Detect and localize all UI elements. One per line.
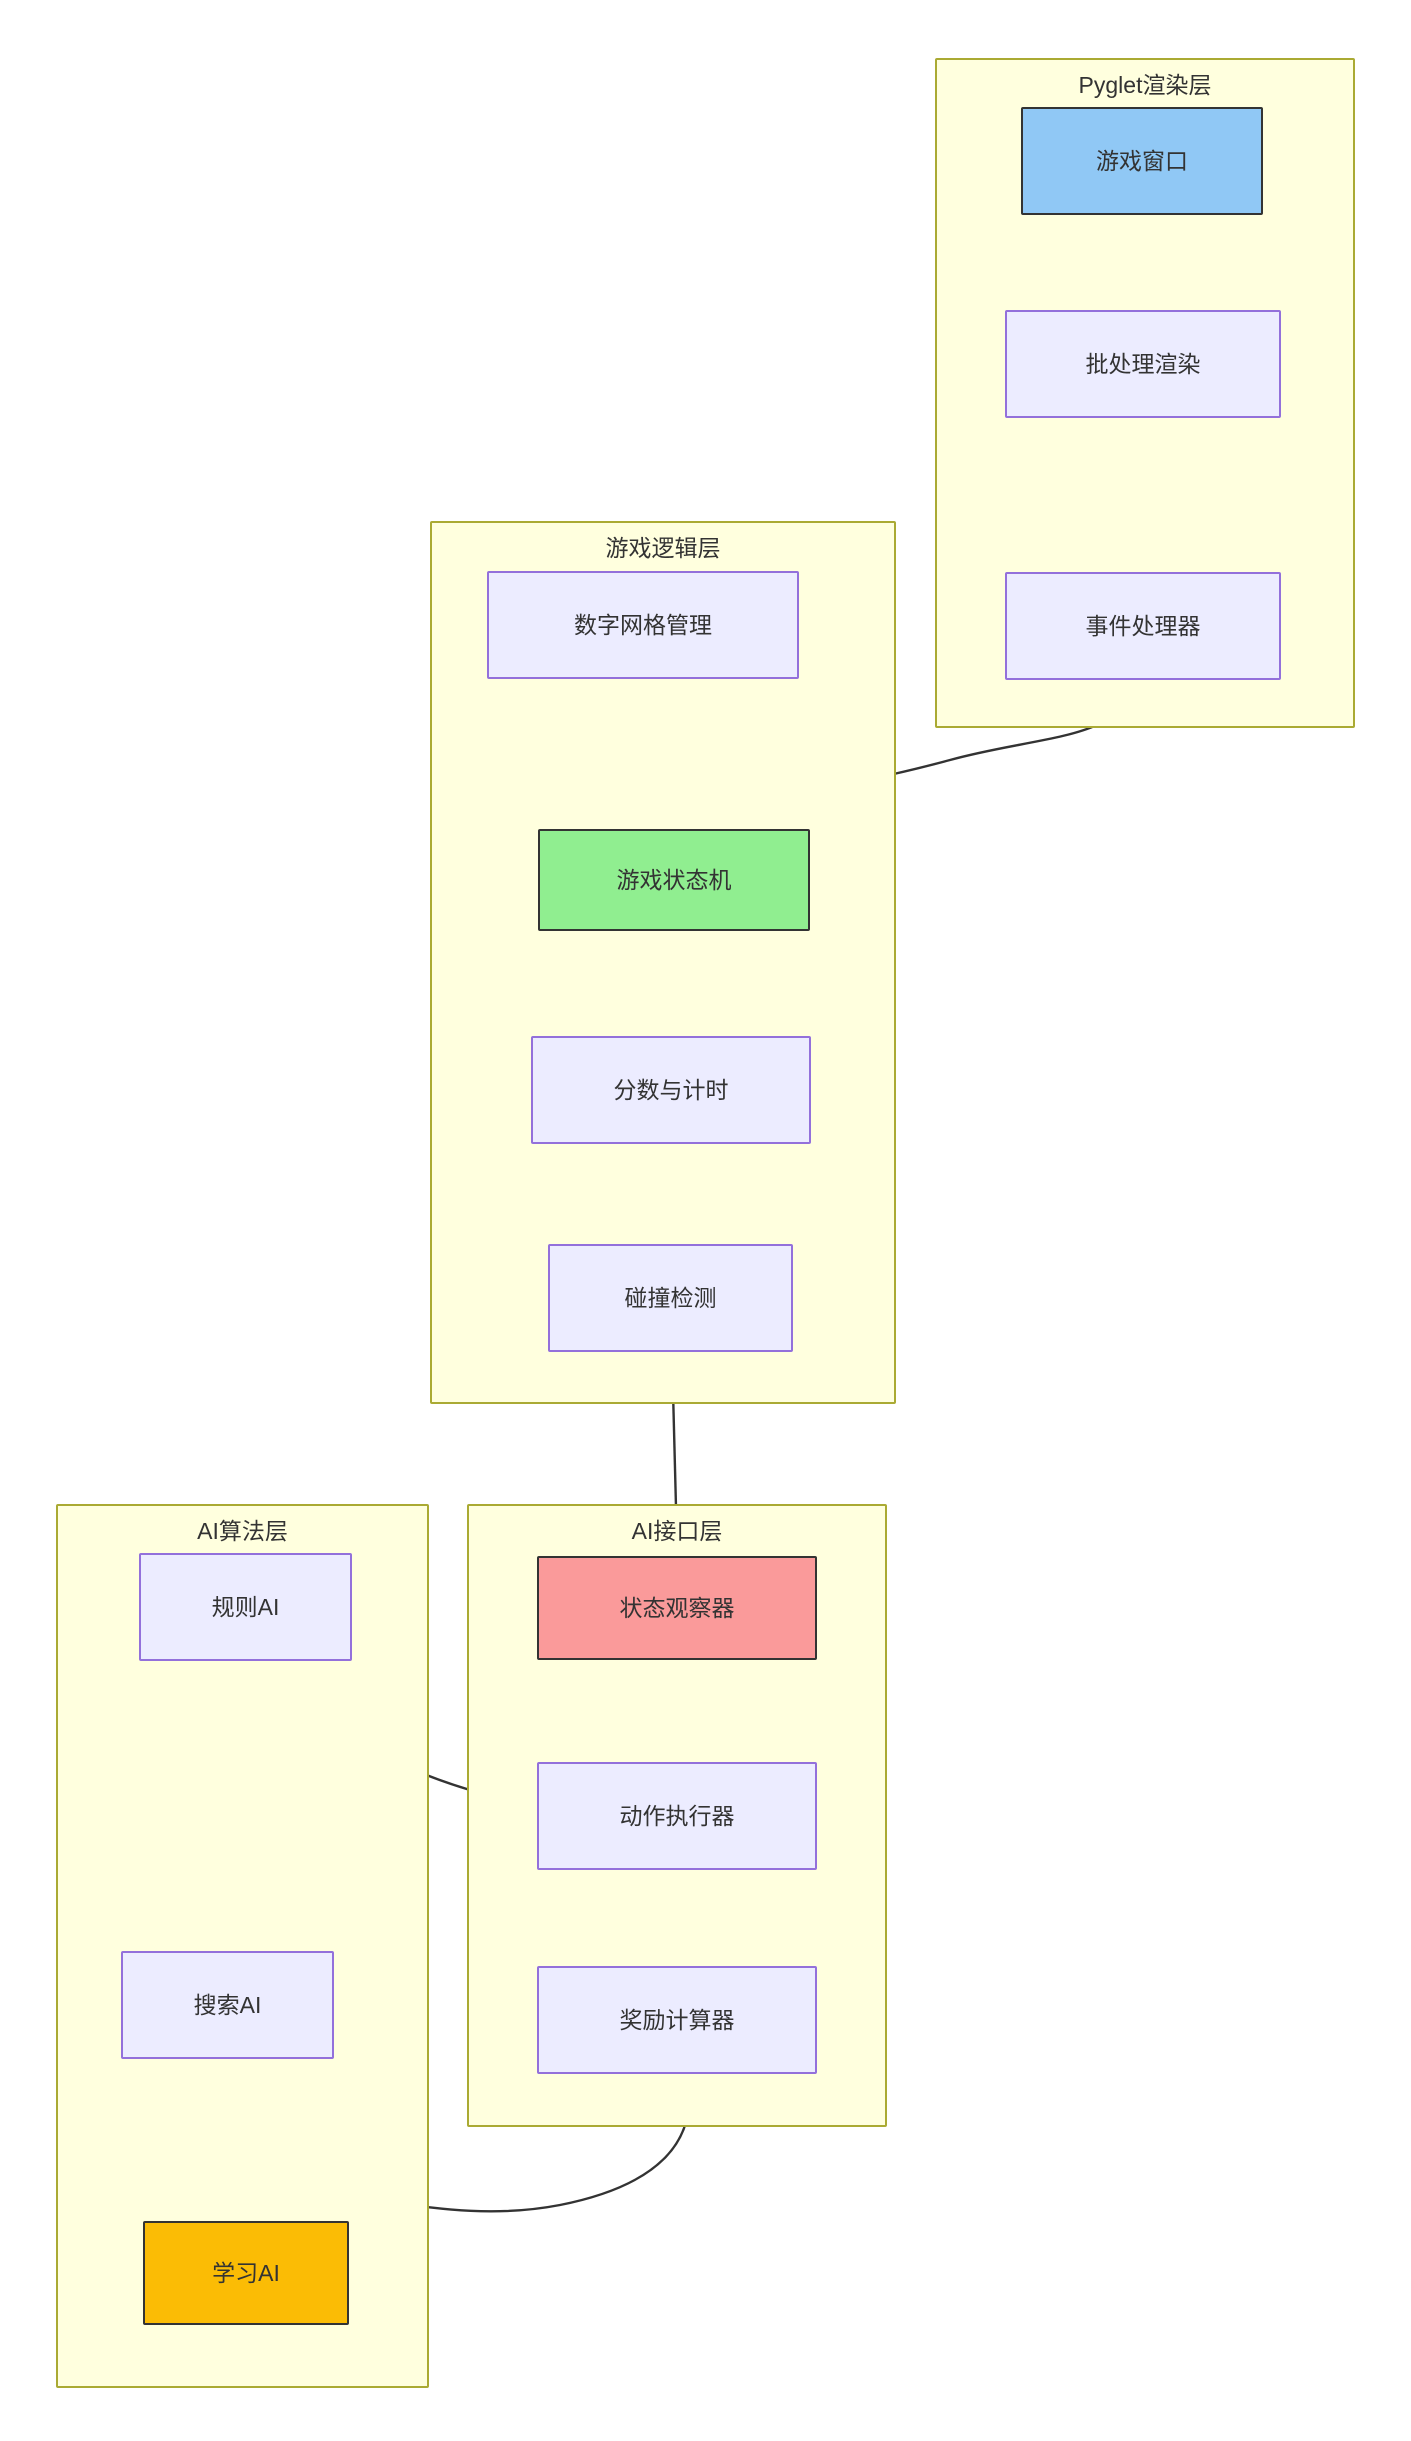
node-reward-calculator[interactable]: 奖励计算器 — [537, 1966, 817, 2074]
node-collision-detection[interactable]: 碰撞检测 — [548, 1244, 793, 1352]
node-label-rule-ai: 规则AI — [211, 1593, 280, 1620]
node-game-state-machine[interactable]: 游戏状态机 — [538, 829, 810, 931]
node-label-game-window: 游戏窗口 — [1096, 147, 1188, 174]
cluster-label-ai-algorithm-layer: AI算法层 — [197, 1518, 288, 1544]
node-label-batch-render: 批处理渲染 — [1085, 350, 1201, 377]
node-number-grid-manager[interactable]: 数字网格管理 — [487, 571, 799, 679]
node-label-learning-ai: 学习AI — [212, 2259, 280, 2286]
node-label-search-ai: 搜索AI — [193, 1991, 262, 2018]
node-rule-ai[interactable]: 规则AI — [139, 1553, 352, 1661]
node-label-event-handler: 事件处理器 — [1085, 612, 1201, 639]
node-action-executor[interactable]: 动作执行器 — [537, 1762, 817, 1870]
cluster-label-ai-interface-layer: AI接口层 — [631, 1518, 723, 1544]
node-batch-render[interactable]: 批处理渲染 — [1005, 310, 1281, 418]
node-event-handler[interactable]: 事件处理器 — [1005, 572, 1281, 680]
node-label-state-observer: 状态观察器 — [619, 1594, 735, 1621]
node-score-and-timer[interactable]: 分数与计时 — [531, 1036, 811, 1144]
node-label-action-executor: 动作执行器 — [619, 1802, 735, 1829]
node-label-collision-detection: 碰撞检测 — [624, 1284, 717, 1311]
node-label-score-and-timer: 分数与计时 — [613, 1076, 729, 1103]
node-learning-ai[interactable]: 学习AI — [143, 2221, 349, 2325]
cluster-label-pyglet-render-layer: Pyglet渲染层 — [1078, 72, 1212, 98]
node-label-reward-calculator: 奖励计算器 — [619, 2006, 735, 2033]
node-state-observer[interactable]: 状态观察器 — [537, 1556, 817, 1660]
cluster-label-game-logic-layer: 游戏逻辑层 — [605, 535, 721, 561]
node-label-number-grid-manager: 数字网格管理 — [574, 611, 712, 638]
node-game-window[interactable]: 游戏窗口 — [1021, 107, 1263, 215]
node-search-ai[interactable]: 搜索AI — [121, 1951, 334, 2059]
node-label-game-state-machine: 游戏状态机 — [616, 866, 732, 893]
